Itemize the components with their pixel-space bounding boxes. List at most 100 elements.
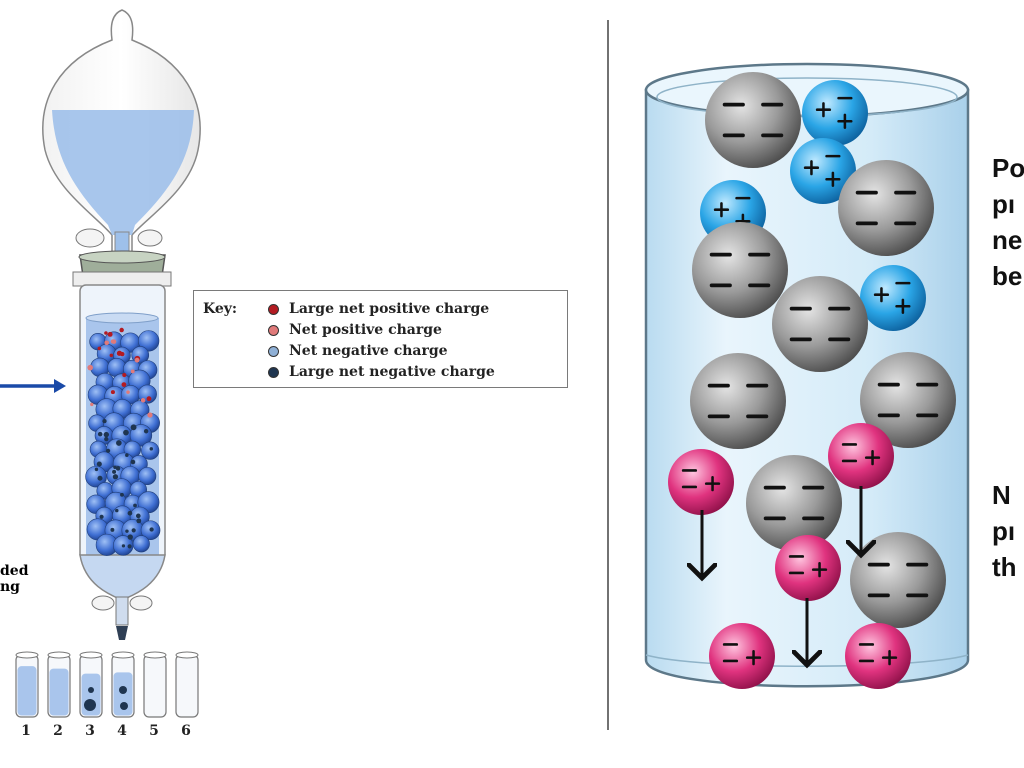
protein-dot	[125, 453, 129, 457]
resin-bead-negative	[860, 352, 956, 448]
protein-dot	[127, 534, 133, 540]
legend-box: Key: Large net positive charge Net posit…	[193, 290, 568, 388]
protein-dot	[96, 461, 102, 467]
tube-number-2: 2	[53, 723, 63, 739]
legend-item-large-negative: Large net negative charge	[268, 362, 495, 382]
right-text-block-negative: N pı th	[992, 477, 1017, 585]
legend-label: Net positive charge	[289, 322, 442, 338]
protein-dot	[112, 474, 119, 480]
protein-negative	[668, 449, 734, 515]
test-tube	[175, 651, 199, 718]
protein-dot	[104, 340, 109, 346]
resin-bead-negative	[690, 353, 786, 449]
protein-dot	[112, 469, 117, 474]
protein-dot	[120, 492, 124, 497]
protein-dot	[134, 357, 140, 363]
tube-number-1: 1	[21, 723, 31, 739]
tube-number-5: 5	[149, 723, 159, 739]
right-text-line: Po	[992, 153, 1024, 183]
protein-dot	[106, 448, 111, 453]
protein-dot	[140, 398, 146, 403]
protein-dot	[126, 390, 130, 394]
protein-negative	[709, 623, 775, 689]
protein-dot	[99, 514, 104, 519]
right-text-line: be	[992, 261, 1023, 291]
protein-particles	[668, 72, 956, 689]
protein-dot	[147, 412, 153, 418]
protein-dot	[97, 346, 102, 351]
protein-dot	[97, 475, 103, 481]
protein-dot	[110, 339, 115, 344]
protein-dot	[122, 372, 127, 378]
test-tube	[143, 651, 167, 718]
column-resin-beads	[85, 327, 161, 556]
protein-dot	[90, 402, 94, 407]
protein-negative	[828, 423, 894, 489]
protein-dot	[104, 436, 109, 442]
right-text-line: ne	[992, 225, 1023, 255]
protein-dot	[115, 466, 121, 471]
right-text-block-positive: Po pı ne be	[992, 150, 1024, 294]
protein-dot	[149, 447, 154, 451]
protein-dot	[115, 508, 119, 513]
resin-bead-negative	[705, 72, 801, 168]
tube-number-3: 3	[85, 723, 95, 739]
protein-dot	[125, 529, 129, 533]
positive-dot-icon	[268, 324, 279, 336]
left-label-line1: ded	[0, 563, 29, 579]
protein-dot	[143, 429, 149, 434]
right-text-line: pı	[992, 516, 1016, 546]
resin-bead	[132, 535, 150, 553]
protein-dot	[119, 327, 124, 333]
protein-dot	[133, 503, 137, 508]
separatory-funnel	[42, 9, 201, 263]
resin-bead-negative	[772, 276, 868, 372]
resin-bead	[85, 465, 107, 488]
large-positive-dot-icon	[268, 303, 279, 315]
protein-dot	[102, 418, 107, 424]
test-tube	[47, 651, 71, 718]
legend-item-positive: Net positive charge	[268, 320, 442, 340]
protein-dot	[121, 544, 126, 548]
test-tube	[111, 651, 135, 718]
test-tube	[79, 651, 103, 718]
protein-positive	[802, 80, 868, 146]
protein-dot	[127, 510, 133, 516]
migration-arrows	[702, 486, 861, 665]
protein-dot	[127, 544, 132, 549]
left-label-line2: ng	[0, 579, 20, 595]
right-text-line: pı	[992, 189, 1016, 219]
protein-dot	[87, 364, 93, 371]
column-arrow	[0, 379, 66, 393]
protein-dot	[103, 431, 110, 438]
protein-negative	[845, 623, 911, 689]
test-tube	[15, 651, 39, 718]
protein-negative	[775, 535, 841, 601]
legend-item-negative: Net negative charge	[268, 341, 448, 361]
protein-dot	[104, 331, 108, 335]
resin-bead-negative	[838, 160, 934, 256]
legend-title: Key:	[203, 301, 238, 317]
protein-dot	[146, 396, 152, 402]
protein-dot	[107, 331, 113, 337]
protein-positive	[860, 265, 926, 331]
resin-bead	[141, 441, 160, 460]
legend-label: Large net negative charge	[289, 364, 495, 380]
protein-dot	[110, 527, 115, 532]
protein-dot	[135, 513, 141, 519]
resin-bead-negative	[692, 222, 788, 318]
negative-dot-icon	[268, 345, 279, 357]
protein-dot	[131, 528, 136, 533]
resin-bead	[138, 467, 157, 486]
protein-dot	[123, 429, 129, 436]
protein-positive	[790, 138, 856, 204]
protein-dot	[97, 431, 103, 437]
right-text-line: N	[992, 480, 1011, 510]
legend-label: Net negative charge	[289, 343, 448, 359]
protein-dot	[116, 350, 123, 356]
protein-dot	[136, 518, 142, 524]
column-stopper	[72, 250, 172, 291]
tube-number-4: 4	[117, 723, 127, 739]
collection-tubes	[15, 651, 199, 718]
